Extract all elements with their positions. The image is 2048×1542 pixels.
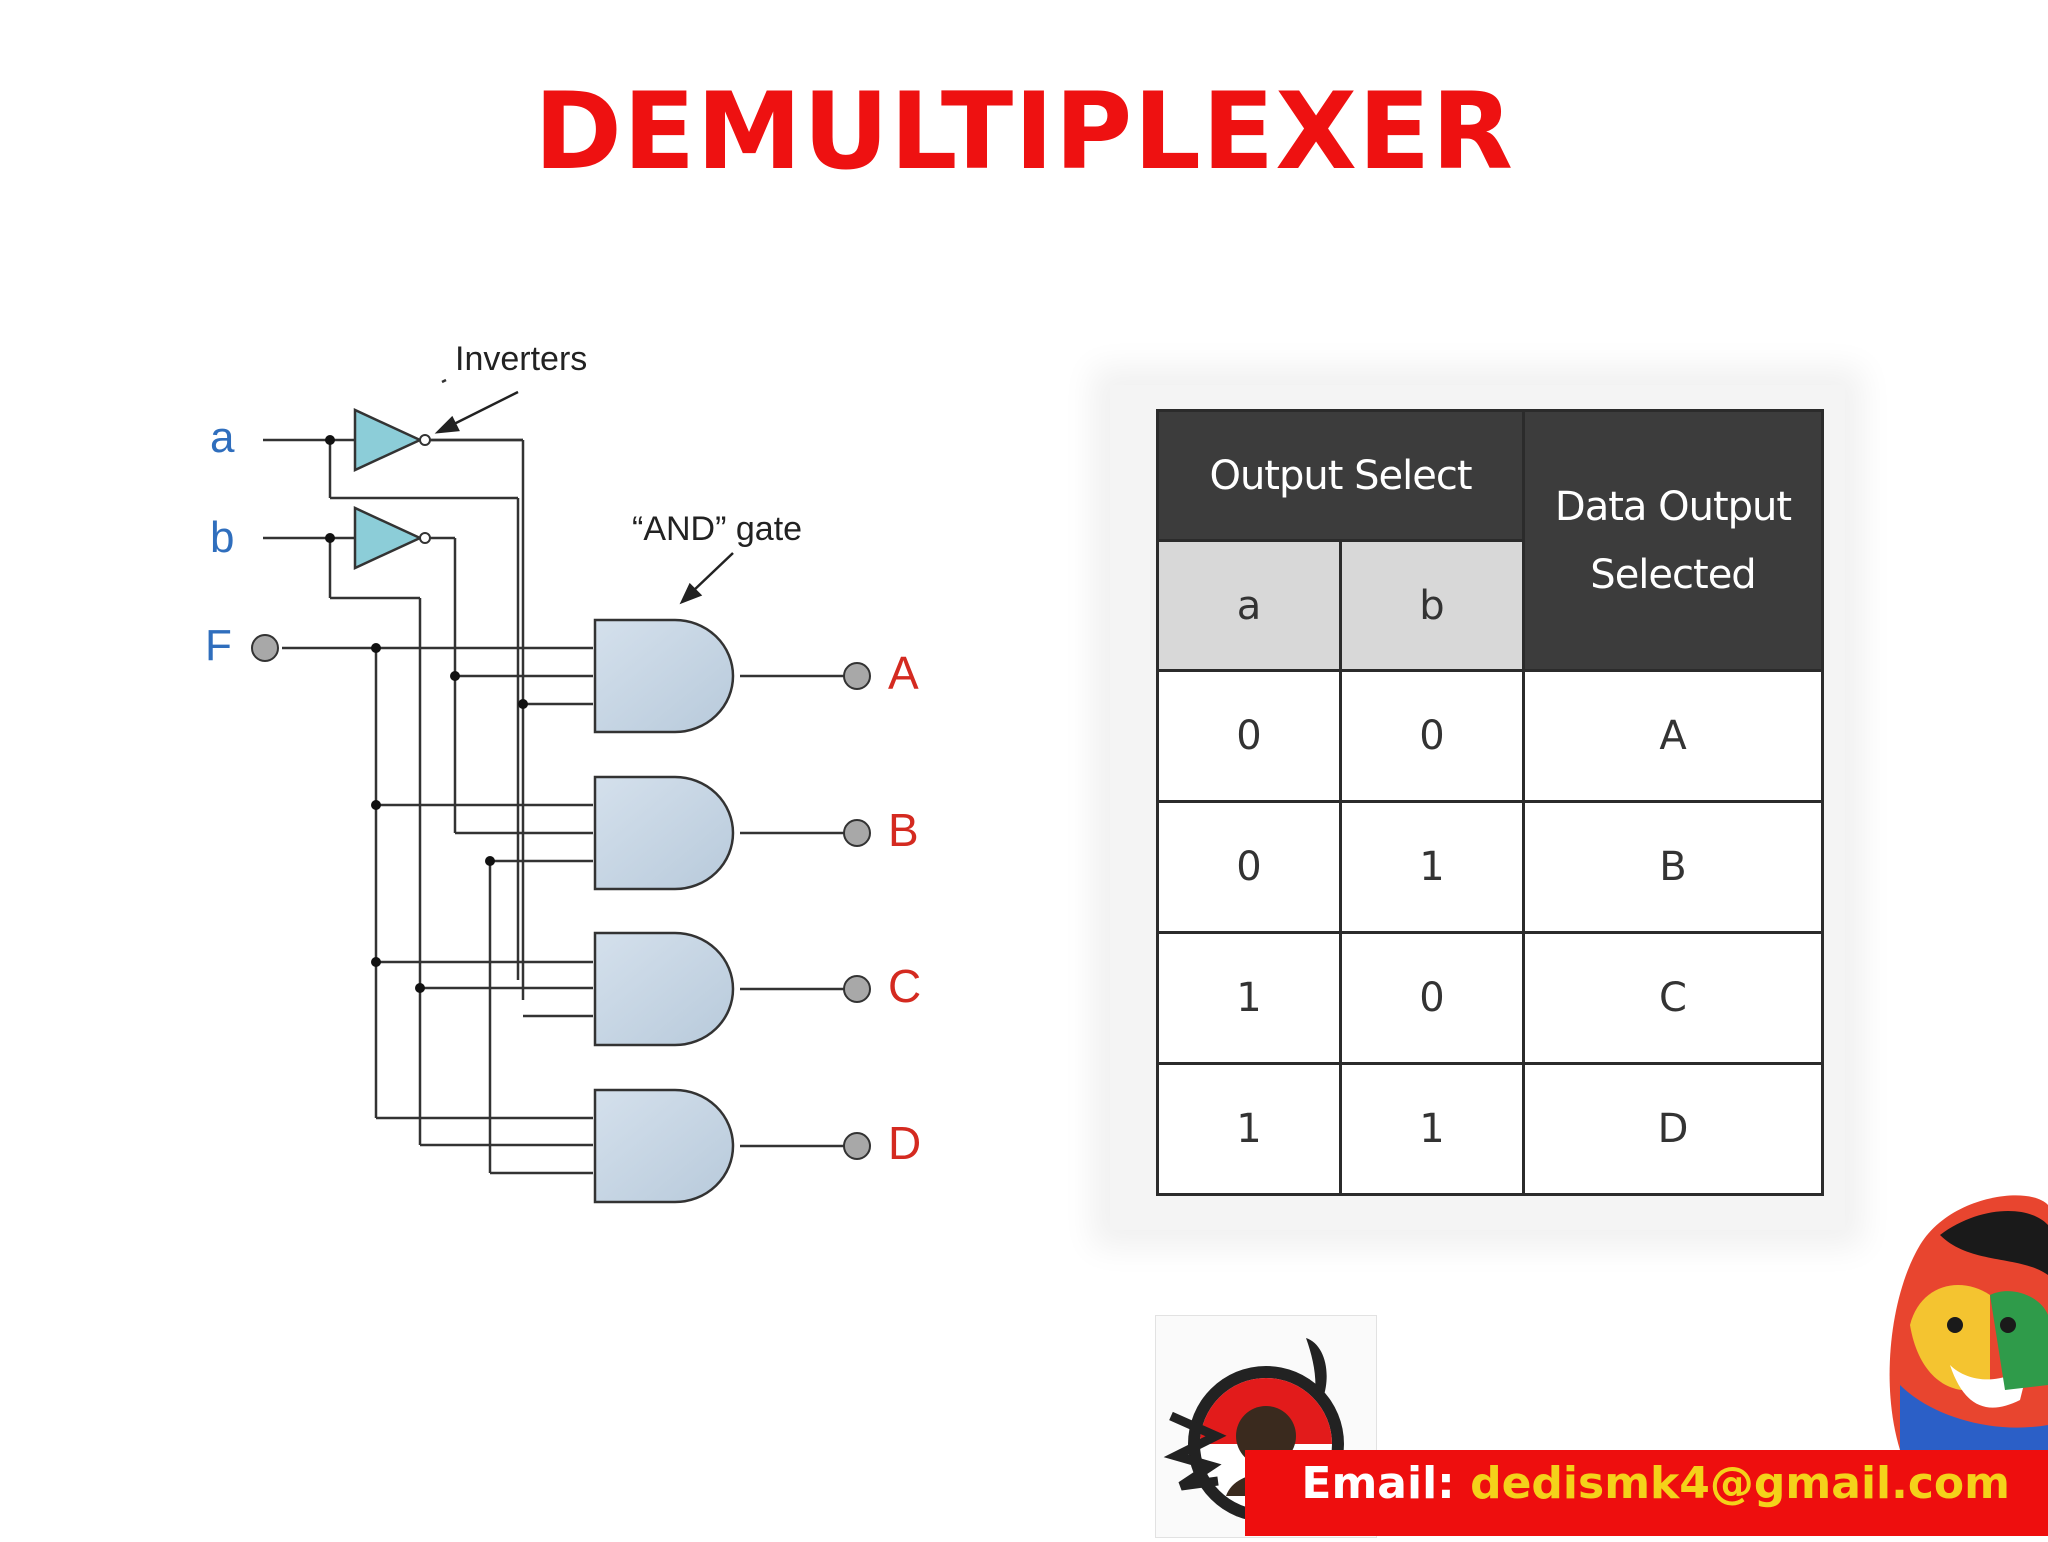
inverter-a-icon xyxy=(353,408,431,472)
table-row: 1 1 D xyxy=(1156,1062,1824,1196)
table-row: 0 1 B xyxy=(1156,800,1824,934)
cell-output: A xyxy=(1522,669,1824,803)
email-contact[interactable]: Email: dedismk4@gmail.com xyxy=(1301,1458,2010,1509)
cell-a: 1 xyxy=(1156,1062,1342,1196)
output-label-d: D xyxy=(888,1117,921,1169)
demux-circuit-diagram: Inverters “AND” gate a b F A B C D xyxy=(205,340,921,1204)
cell-a: 1 xyxy=(1156,931,1342,1065)
header-data-output-line2: Selected xyxy=(1590,551,1756,598)
header-col-b: b xyxy=(1339,539,1525,672)
and-gate-c-icon xyxy=(593,931,735,1047)
and-gate-a-icon xyxy=(593,618,735,734)
output-label-b: B xyxy=(888,804,919,856)
table-row: 1 0 C xyxy=(1156,931,1824,1065)
and-gate-annotation: “AND” gate xyxy=(632,510,802,548)
table-row: 0 0 A xyxy=(1156,669,1824,803)
cell-b: 1 xyxy=(1339,800,1525,934)
cell-output: C xyxy=(1522,931,1824,1065)
input-label-f: F xyxy=(205,621,232,670)
header-col-a: a xyxy=(1156,539,1342,672)
and-gate-b-icon xyxy=(593,775,735,891)
truth-table: Output Select Data Output Selected a b 0… xyxy=(1156,409,1824,1196)
and-gate-d-icon xyxy=(593,1088,735,1204)
cell-output: D xyxy=(1522,1062,1824,1196)
truth-table-panel: Output Select Data Output Selected a b 0… xyxy=(1110,385,1845,1230)
cell-b: 1 xyxy=(1339,1062,1525,1196)
email-address-link[interactable]: dedismk4@gmail.com xyxy=(1470,1458,2010,1509)
author-portrait-icon xyxy=(1889,1195,2048,1450)
email-label: Email: xyxy=(1301,1458,1455,1509)
inverter-b-icon xyxy=(353,506,431,570)
cell-b: 0 xyxy=(1339,669,1525,803)
output-label-a: A xyxy=(888,647,919,699)
input-label-b: b xyxy=(210,513,234,562)
cell-a: 0 xyxy=(1156,669,1342,803)
page-title: DEMULTIPLEXER xyxy=(533,70,1515,193)
input-label-a: a xyxy=(210,413,235,462)
header-output-select: Output Select xyxy=(1156,409,1525,542)
footer-email-bar: Email: dedismk4@gmail.com xyxy=(1245,1450,2048,1536)
cell-output: B xyxy=(1522,800,1824,934)
header-data-output-selected: Data Output Selected xyxy=(1522,409,1824,672)
output-label-c: C xyxy=(888,960,921,1012)
cell-b: 0 xyxy=(1339,931,1525,1065)
cell-a: 0 xyxy=(1156,800,1342,934)
header-data-output-line1: Data Output xyxy=(1554,483,1792,530)
inverters-annotation: Inverters xyxy=(455,340,587,378)
